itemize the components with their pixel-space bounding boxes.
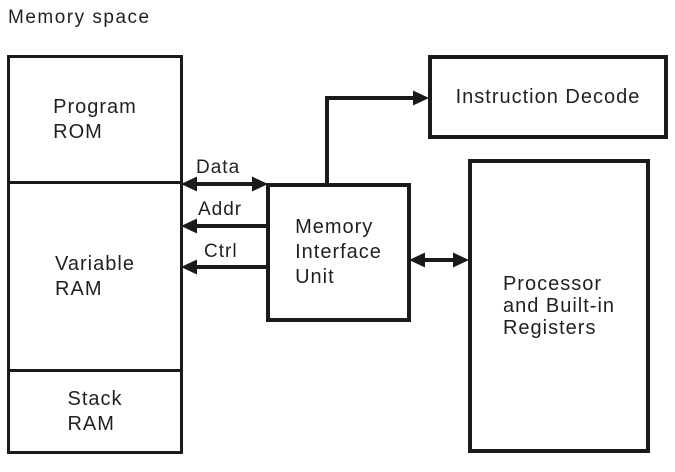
instruction-decode-label: Instruction Decode <box>455 85 641 108</box>
addr-bus-label: Addr <box>198 199 243 221</box>
instruction-decode-box: Instruction Decode <box>428 55 668 139</box>
data-bus-label: Data <box>196 157 241 179</box>
diagram-title: Memory space <box>8 7 151 28</box>
processor-bus-arrow <box>409 252 469 268</box>
ctrl-bus-label: Ctrl <box>204 241 238 263</box>
instruction-decode-arrow <box>325 90 429 183</box>
